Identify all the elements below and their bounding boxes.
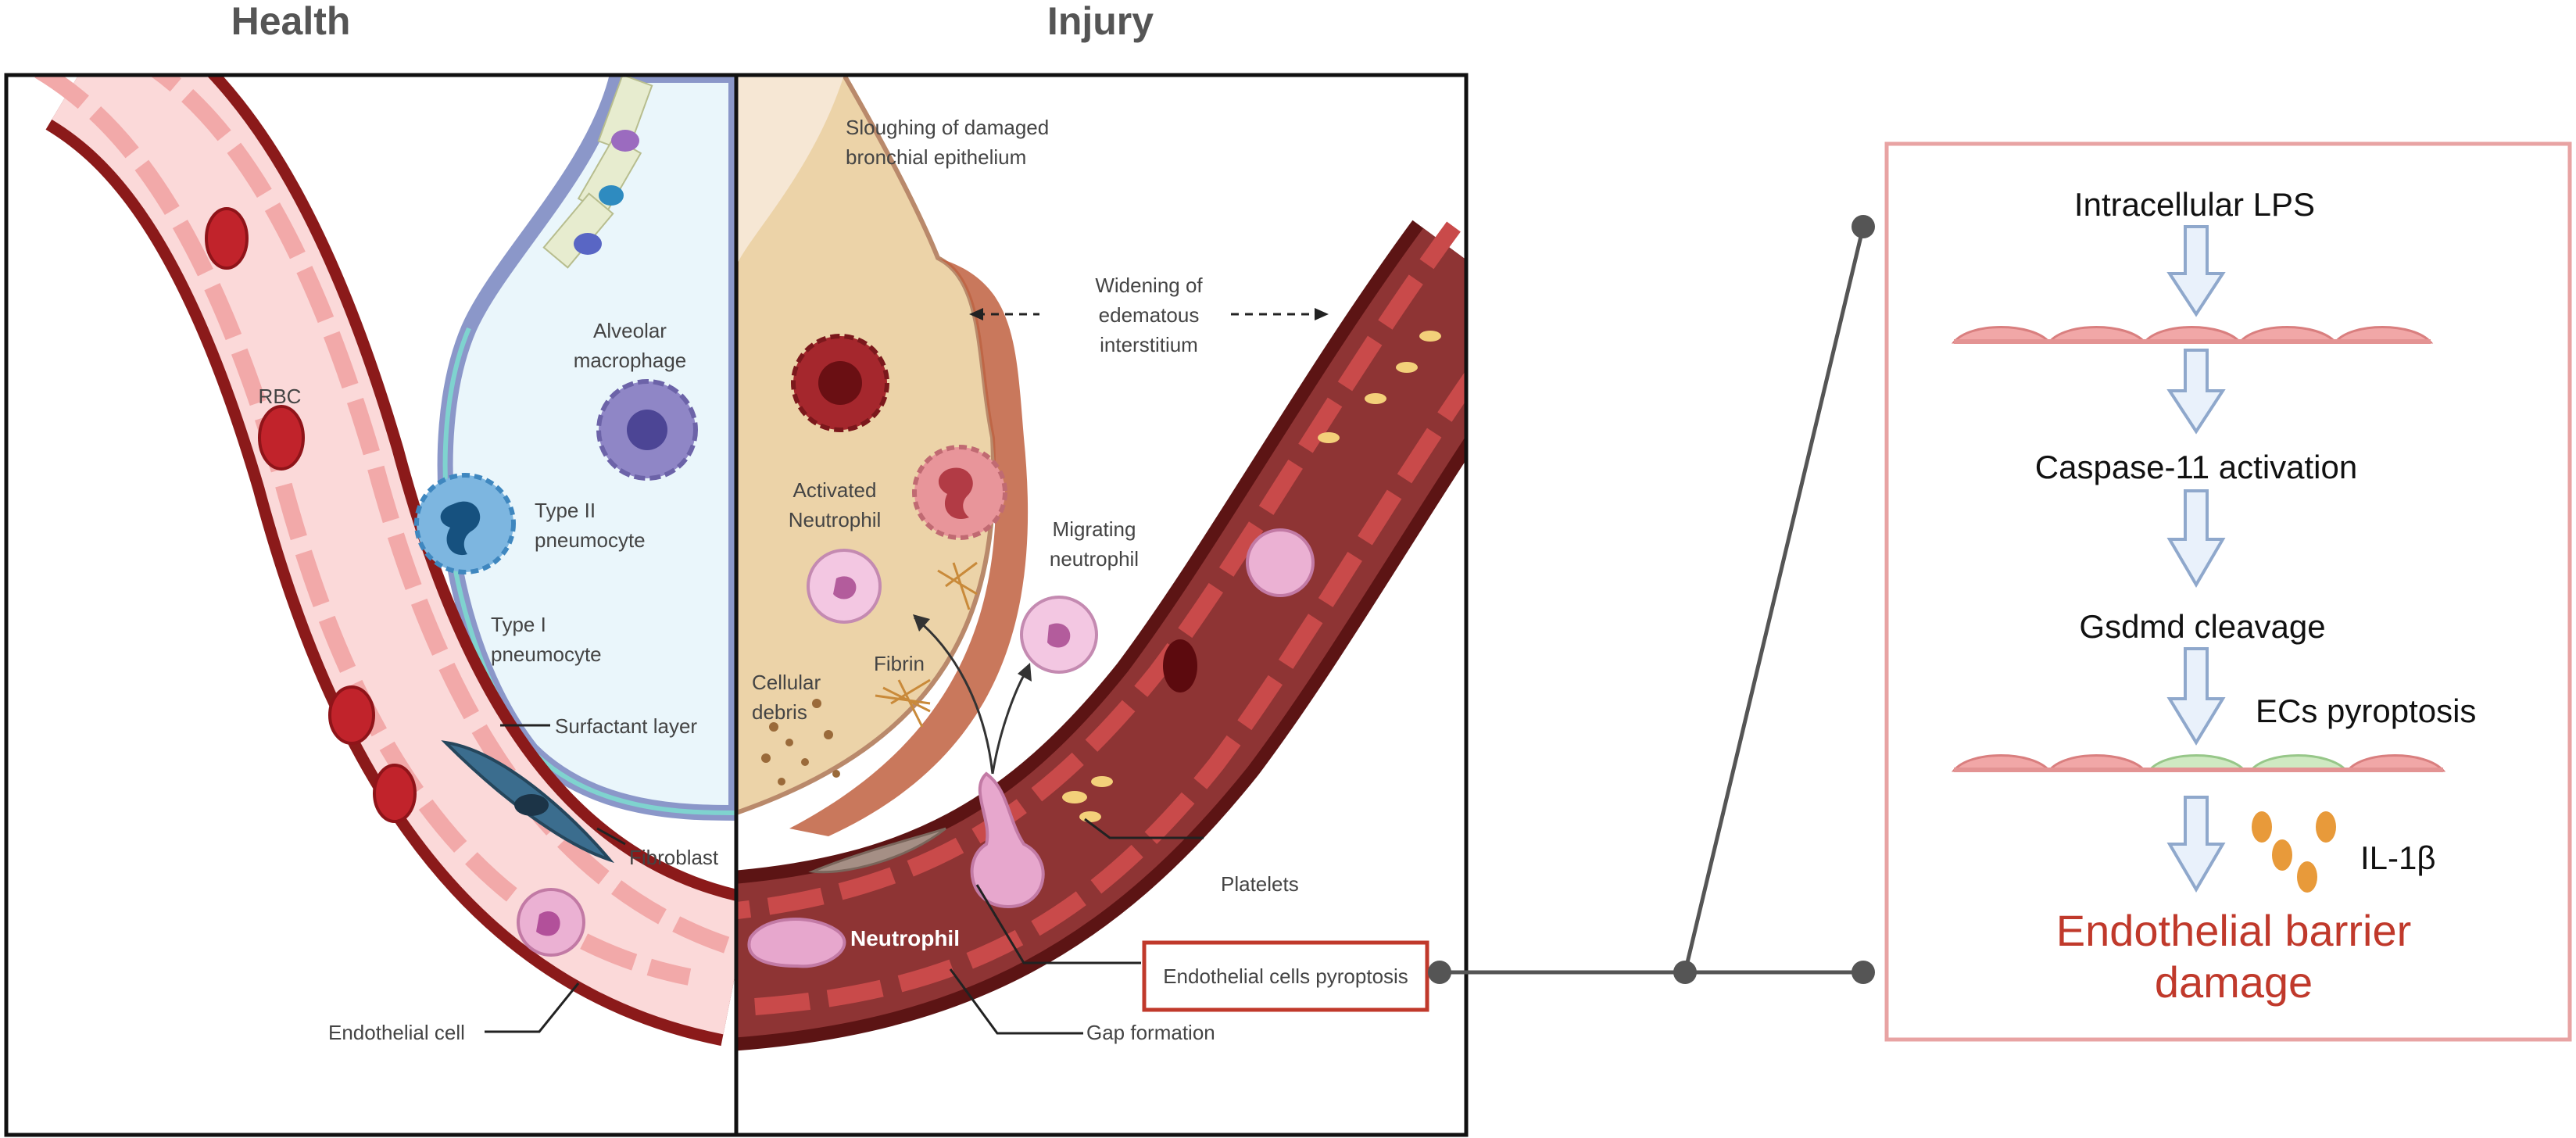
callout-connector <box>1428 215 1875 984</box>
flow-arrow-icon <box>2166 489 2226 588</box>
ec-pyroptosis-callout-text: Endothelial cells pyroptosis <box>1163 964 1408 988</box>
flow-outcome-line-2: damage <box>2155 957 2313 1007</box>
type1-label-2: pneumocyte <box>491 642 602 666</box>
endothelial-cell-label: Endothelial cell <box>328 1021 465 1044</box>
fibroblast-label: Fibroblast <box>629 846 719 869</box>
ec-pyroptosis-callout <box>1142 940 1429 1012</box>
il1b-droplets <box>2252 811 2336 893</box>
flow-ecs-pyroptosis: ECs pyroptosis <box>2256 692 2476 729</box>
rbc-label: RBC <box>259 385 302 408</box>
bronchial-epithelium <box>542 75 653 269</box>
endothelial-cell-row <box>1951 326 2434 344</box>
sloughing-label-2: bronchial epithelium <box>846 145 1026 169</box>
neutrophil-label: Neutrophil <box>850 926 960 950</box>
health-header: Health <box>231 0 351 43</box>
flow-il1b: IL-1β <box>2360 839 2436 876</box>
gap-formation-label: Gap formation <box>1086 1021 1215 1044</box>
flow-outcome-line-1: Endothelial barrier <box>2056 906 2411 955</box>
flow-box <box>1884 141 2572 1042</box>
red-blood-cells <box>205 207 417 823</box>
injury-header: Injury <box>1047 0 1154 43</box>
widening-label-3: interstitium <box>1100 333 1198 356</box>
fibrin-label: Fibrin <box>874 652 925 675</box>
alveolar-macrophage-label-2: macrophage <box>574 349 687 372</box>
health-panel <box>34 75 736 1047</box>
flow-step-intracellular-lps: Intracellular LPS <box>2074 186 2315 223</box>
flow-arrow-icon <box>2166 647 2226 746</box>
widening-label-2: edematous <box>1099 303 1200 327</box>
activated-neutrophil-label-1: Activated <box>793 478 877 502</box>
platelets-label: Platelets <box>1221 872 1299 896</box>
vessel-neutrophil <box>747 918 846 968</box>
activated-neutrophil-label-2: Neutrophil <box>789 508 882 531</box>
flow-arrow-icon <box>2166 225 2226 317</box>
flow-arrow-icon <box>2166 796 2226 893</box>
flow-arrow-icon <box>2166 349 2226 435</box>
fibrin <box>875 561 978 728</box>
cellular-debris-label-2: debris <box>752 700 807 724</box>
alveolar-macrophage-label-1: Alveolar <box>593 319 667 342</box>
migrating-neutrophil-label-1: Migrating <box>1053 517 1136 541</box>
mechanism-flow: Intracellular LPS Caspase-11 activation … <box>1884 141 2572 1042</box>
pyroptotic-cell-row <box>1951 754 2446 772</box>
migrating-neutrophil-label-2: neutrophil <box>1050 547 1139 571</box>
type2-label-2: pneumocyte <box>535 528 646 552</box>
cellular-debris <box>761 699 840 786</box>
injury-panel <box>736 75 1466 1051</box>
platelets <box>1062 331 1441 822</box>
surfactant-label: Surfactant layer <box>555 714 697 738</box>
type2-label-1: Type II <box>535 499 596 522</box>
widening-label-1: Widening of <box>1095 274 1203 297</box>
flow-step-caspase-11: Caspase-11 activation <box>2035 449 2357 485</box>
flow-step-gsdmd-cleavage: Gsdmd cleavage <box>2079 608 2325 645</box>
type1-label-1: Type I <box>491 613 546 636</box>
sloughing-label-1: Sloughing of damaged <box>846 116 1049 139</box>
cellular-debris-label-1: Cellular <box>752 671 821 694</box>
